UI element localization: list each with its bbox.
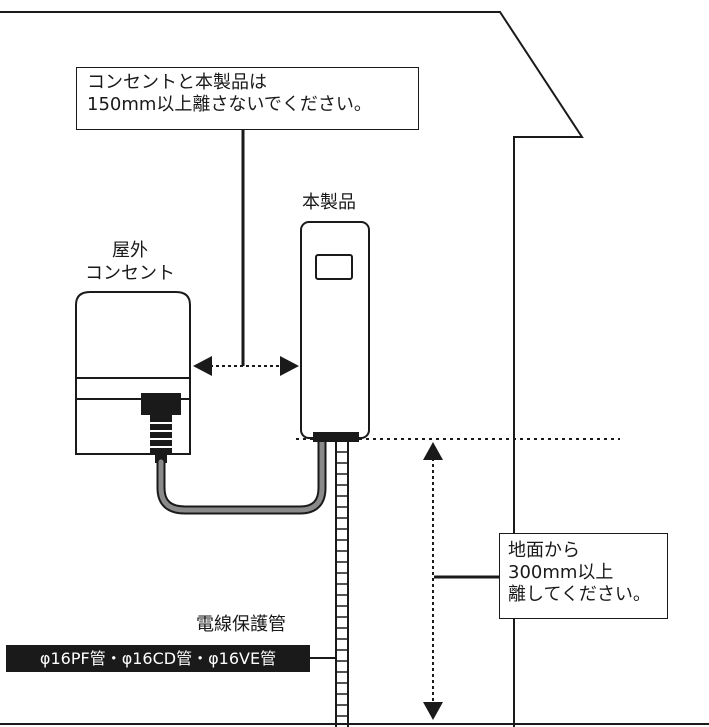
product-unit	[300, 221, 370, 442]
height-note-line-2: 300mm以上	[508, 562, 614, 583]
conduit-label: 電線保護管	[196, 614, 286, 635]
height-arrow-top-head	[423, 442, 443, 460]
distance-arrow-right-head	[280, 356, 299, 376]
house-wall-outline	[0, 11, 584, 727]
conduit-types-label: φ16PF管・φ16CD管・φ16VE管	[6, 645, 310, 672]
outlet-label-line-2: コンセント	[85, 263, 175, 284]
conduit-pipe	[335, 442, 349, 727]
product-label: 本製品	[302, 192, 356, 213]
height-arrow-bottom-head	[423, 702, 443, 720]
distance-note-box: コンセントと本製品は 150mm以上離さないでください。	[76, 67, 419, 130]
height-note-line-1: 地面から	[508, 540, 580, 561]
height-note-box: 地面から 300mm以上 離してください。	[499, 533, 668, 619]
distance-note-line-1: コンセントと本製品は	[87, 72, 267, 93]
distance-arrow-left-head	[193, 356, 212, 376]
outlet-label-line-1: 屋外	[112, 240, 148, 261]
outdoor-outlet	[75, 291, 191, 463]
height-note-line-3: 離してください。	[508, 584, 651, 605]
plug	[141, 393, 181, 463]
distance-note-line-2: 150mm以上離さないでください。	[87, 94, 372, 115]
power-cable	[158, 438, 325, 513]
